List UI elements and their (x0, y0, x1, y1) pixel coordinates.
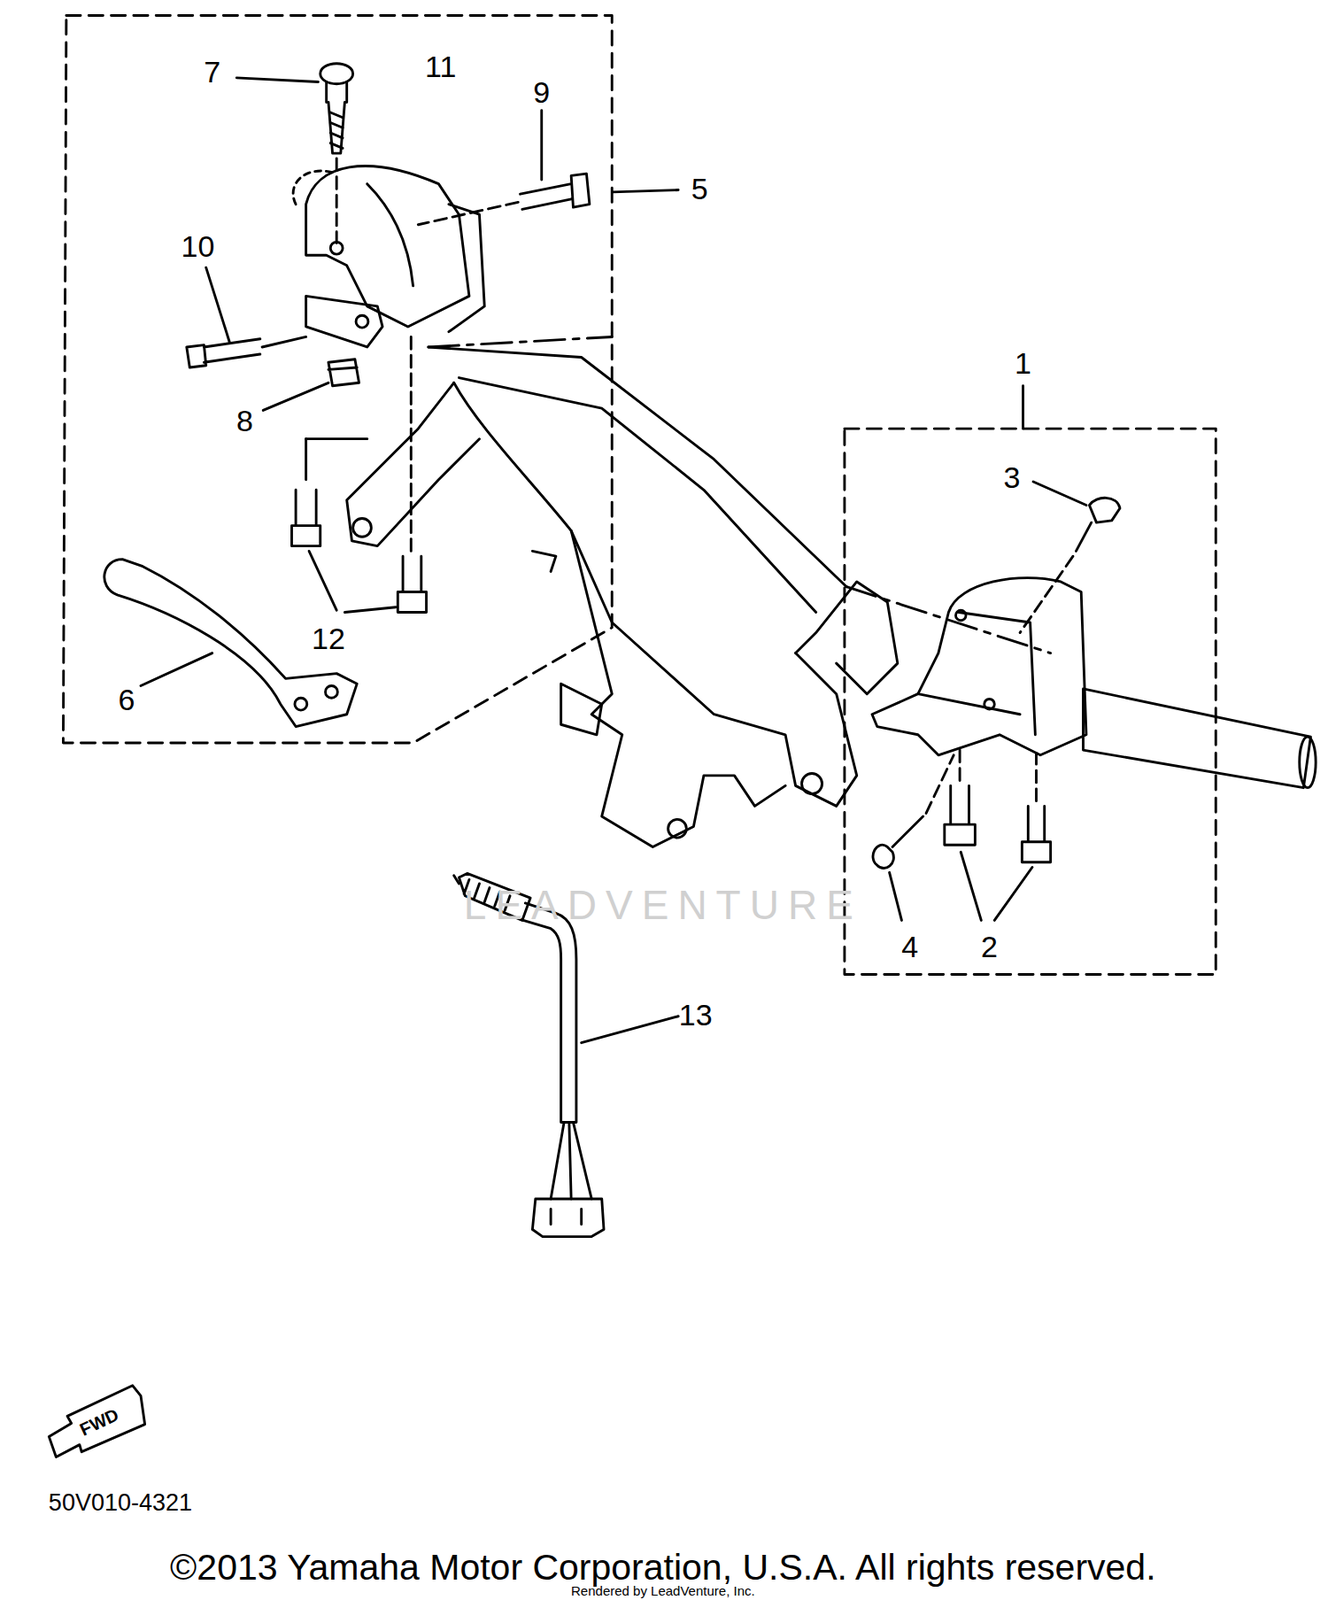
callout-number: 11 (424, 51, 456, 82)
callout-number: 13 (679, 999, 713, 1030)
render-credit: Rendered by LeadVenture, Inc. (571, 1583, 756, 1598)
callout-number: 1 (1014, 347, 1032, 379)
callout-number: 7 (203, 56, 221, 87)
callout-number: 9 (532, 77, 550, 108)
callout-number: 5 (691, 173, 709, 204)
assembly-outline (62, 15, 612, 743)
callout-number: 8 (236, 405, 254, 436)
callout-number: 2 (980, 931, 998, 962)
callout-number: 3 (1003, 462, 1020, 493)
drawing-code: 50V010-4321 (48, 1490, 193, 1515)
copyright-notice: ©2013 Yamaha Motor Corporation, U.S.A. A… (169, 1548, 1156, 1585)
arrow-label: FWD (77, 1405, 122, 1438)
callout-number: 4 (901, 931, 919, 962)
assembly-outline (844, 428, 1216, 974)
callout-number: 12 (311, 623, 346, 654)
watermark: LEADVENTURE (463, 884, 863, 926)
callout-number: 6 (117, 684, 135, 715)
forward-arrow (48, 1385, 145, 1458)
callout-number: 10 (181, 231, 216, 262)
